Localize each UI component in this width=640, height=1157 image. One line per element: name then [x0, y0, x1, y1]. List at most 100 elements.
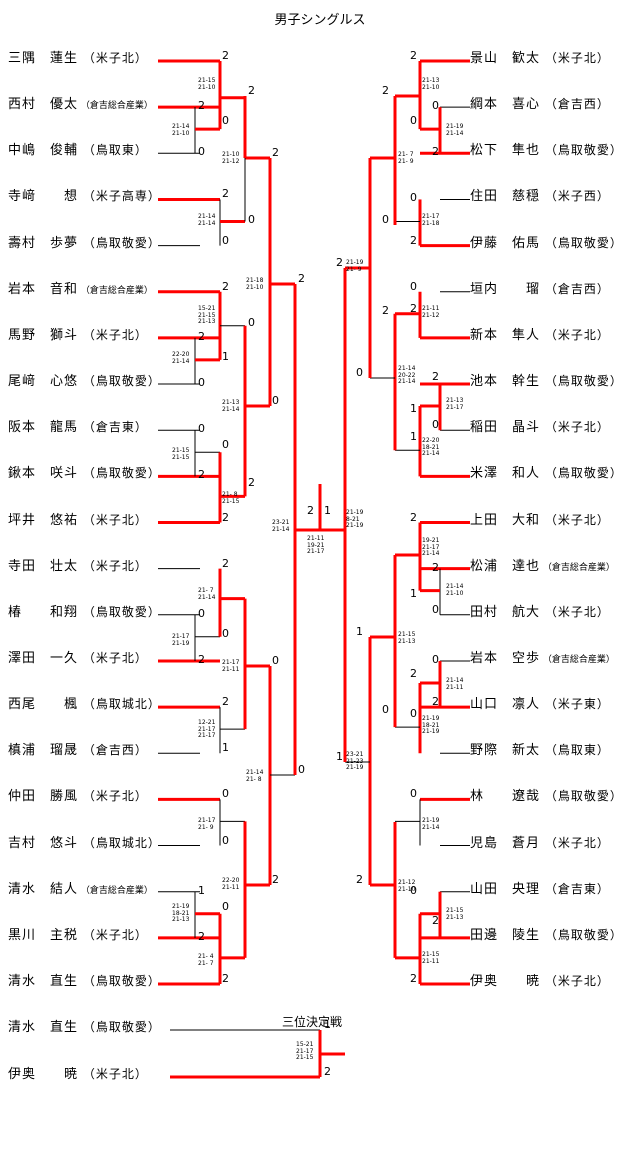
player-school: （倉吉東） [78, 420, 148, 435]
match-score: 0 [410, 787, 417, 801]
right-player-10: 上田 大和 （米子北） [470, 509, 610, 528]
match-score: 0 [222, 626, 229, 640]
match-score: 0 [410, 114, 417, 128]
left-player-3: 寺﨑 想 （米子高専） [8, 185, 161, 204]
right-player-4: 伊藤 佑馬 （鳥取敬愛） [470, 232, 623, 251]
game-scores: 21-19 21-14 [422, 817, 440, 831]
player-name: 鍬本 咲斗 [8, 466, 79, 482]
game-scores: 21-14 21-10 [446, 583, 464, 597]
match-score: 1 [324, 504, 331, 517]
player-name: 田村 航大 [470, 604, 541, 620]
game-scores: 21-15 21-11 [422, 951, 440, 965]
player-school: （鳥取城北） [78, 835, 161, 850]
game-scores: 21-19 18-21 21-19 [422, 715, 440, 735]
match-score: 0 [432, 418, 439, 432]
player-school: （鳥取敬愛） [540, 235, 623, 250]
game-scores: 21-13 21-14 [222, 399, 240, 413]
game-scores: 21-14 20-22 21-14 [398, 365, 416, 385]
right-player-2: 松下 隼也 （鳥取敬愛） [470, 139, 623, 158]
right-player-13: 岩本 空歩 （倉吉総合産業） [470, 647, 615, 666]
game-scores: 19-21 21-17 21-14 [422, 537, 440, 557]
match-score: 1 [410, 430, 417, 444]
game-scores: 22-20 21-14 [172, 351, 190, 365]
game-scores: 21-15 21-10 [198, 77, 216, 91]
right-player-19: 田邊 陵生 （鳥取敬愛） [470, 924, 623, 943]
match-score: 1 [410, 586, 417, 600]
match-score: 0 [432, 602, 439, 616]
left-player-7: 尾﨑 心悠 （鳥取敬愛） [8, 370, 161, 389]
player-name: 寺﨑 想 [8, 189, 79, 205]
right-player-14: 山口 凛人 （米子東） [470, 693, 610, 712]
player-name: 三隅 蓮生 [8, 51, 79, 66]
match-score: 0 [248, 316, 255, 329]
player-name: 稲田 晶斗 [470, 420, 541, 436]
match-score: 2 [382, 304, 389, 317]
player-name: 槙浦 瑠晟 [8, 743, 79, 759]
match-score: 2 [222, 972, 229, 985]
player-school: （米子北） [78, 789, 148, 804]
right-player-9: 米澤 和人 （鳥取敬愛） [470, 462, 623, 481]
match-score: 2 [198, 99, 205, 113]
player-school: （米子北） [540, 835, 610, 850]
left-player-16: 仲田 勝風 （米子北） [8, 785, 148, 804]
player-school: （鳥取敬愛） [540, 927, 623, 942]
match-score: 0 [382, 213, 389, 226]
right-player-15: 野際 新太 （鳥取東） [470, 739, 610, 758]
right-player-20: 伊奥 暁 （米子北） [470, 970, 610, 989]
match-score: 2 [298, 272, 305, 285]
match-score: 0 [410, 707, 417, 721]
right-player-3: 住田 慈穏 （米子西） [470, 185, 610, 204]
match-score: 2 [410, 233, 417, 247]
player-name: 垣内 瑠 [470, 281, 541, 297]
player-school: （鳥取敬愛） [78, 604, 161, 619]
left-player-12: 椿 和翔 （鳥取敬愛） [8, 601, 161, 620]
player-name: 池本 幹生 [470, 374, 541, 390]
player-school: （米子北） [78, 650, 148, 665]
right-player-6: 新本 隼人 （米子北） [470, 324, 610, 343]
player-name: 阪本 龍馬 [8, 420, 79, 436]
left-player-11: 寺田 壮太 （米子北） [8, 555, 148, 574]
game-scores: 21-14 21- 8 [246, 769, 264, 783]
match-score: 2 [307, 504, 314, 517]
player-school: （倉吉西） [540, 281, 610, 296]
match-score: 2 [222, 187, 229, 201]
match-score: 2 [222, 695, 229, 709]
match-score: 2 [410, 49, 417, 62]
player-school: （倉吉総合産業） [540, 562, 615, 573]
game-scores: 21-17 21-18 [422, 213, 440, 227]
match-score: 0 [222, 833, 229, 847]
match-score: 1 [356, 625, 363, 638]
match-score: 2 [222, 510, 229, 524]
player-school: （鳥取敬愛） [78, 466, 161, 481]
game-scores: 21-15 21-13 [446, 907, 464, 921]
match-score: 2 [198, 329, 205, 343]
match-score: 2 [222, 49, 229, 62]
player-school: （倉吉西） [540, 97, 610, 112]
player-school: （倉吉総合産業） [78, 885, 153, 896]
player-name: 景山 歓太 [470, 51, 541, 66]
player-school: （鳥取敬愛） [540, 143, 623, 158]
game-scores: 15-21 21-17 21-15 [296, 1041, 314, 1061]
player-school: （倉吉総合産業） [78, 101, 153, 112]
match-score: 2 [222, 279, 229, 293]
match-score: 2 [324, 1065, 331, 1078]
player-school: （鳥取敬愛） [78, 374, 161, 389]
player-school: （米子北） [540, 512, 610, 527]
player-name: 綱本 喜心 [470, 97, 541, 113]
game-scores: 22-20 21-11 [222, 877, 240, 891]
match-score: 0 [222, 114, 229, 128]
right-player-16: 林 遼哉 （鳥取敬愛） [470, 785, 623, 804]
player-name: 米澤 和人 [470, 466, 541, 482]
match-score: 0 [222, 438, 229, 452]
game-scores: 21-14 21-14 [198, 213, 216, 227]
player-name: 伊奥 暁 [8, 1067, 79, 1082]
player-name: 吉村 悠斗 [8, 835, 79, 851]
player-name: 岩本 音和 [8, 281, 79, 297]
left-player-6: 馬野 獅斗 （米子北） [8, 324, 148, 343]
right-player-8: 稲田 晶斗 （米子北） [470, 416, 610, 435]
match-score: 2 [248, 84, 255, 97]
player-name: 上田 大和 [470, 512, 541, 528]
player-school: （鳥取敬愛） [78, 1020, 161, 1034]
game-scores: 21-14 21-10 [172, 123, 190, 137]
